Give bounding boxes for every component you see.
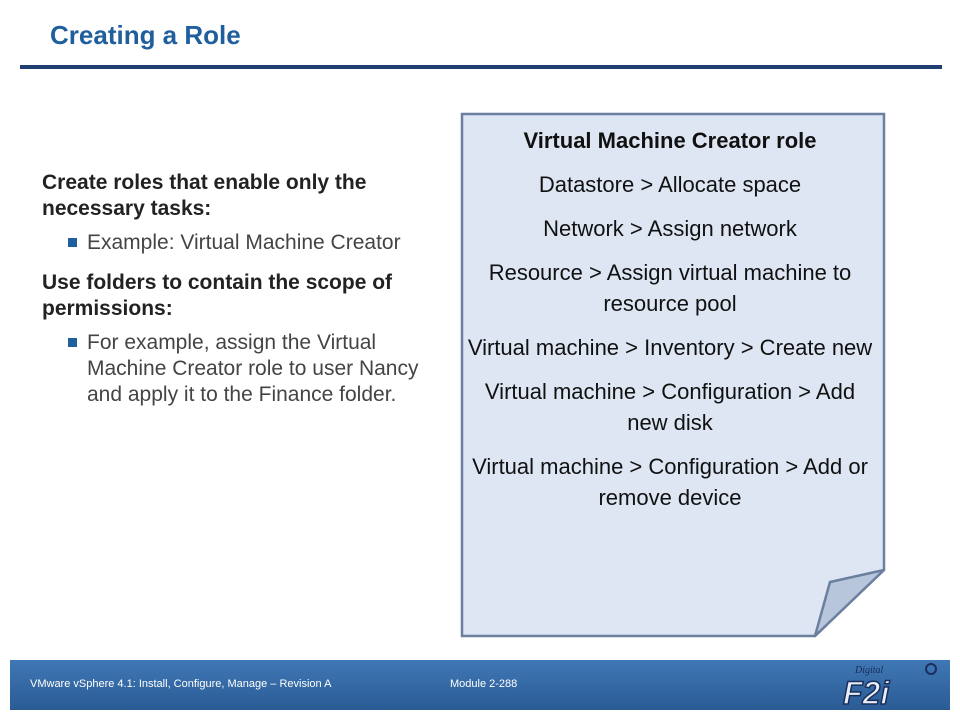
privilege-item: Network > Assign network	[543, 216, 797, 241]
module-number: Module 2-288	[450, 678, 518, 690]
privilege-item: Resource > Assign virtual machine to res…	[488, 260, 852, 316]
square-bullet-icon	[68, 238, 77, 247]
privilege-item: Virtual machine > Inventory > Create new	[467, 335, 873, 360]
footer-bar: VMware vSphere 4.1: Install, Configure, …	[10, 660, 950, 710]
logo-text: F2i	[843, 675, 890, 708]
square-bullet-icon	[68, 338, 77, 347]
sub-bullet-text: Example: Virtual Machine Creator	[87, 231, 401, 254]
sub-bullet-example: Example: Virtual Machine Creator	[42, 230, 442, 256]
bullet-point-folders: Use folders to contain the scope of perm…	[42, 271, 393, 320]
course-title: VMware vSphere 4.1: Install, Configure, …	[30, 678, 332, 690]
slide-title: Creating a Role	[50, 20, 241, 50]
note-shape	[460, 112, 886, 638]
privilege-item: Datastore > Allocate space	[538, 172, 802, 197]
privilege-item: Virtual machine > Configuration > Add or…	[472, 454, 868, 510]
logo-subtext: Digital	[854, 665, 884, 676]
f2i-logo: Digital F2i	[842, 663, 937, 708]
bullet-point-roles: Create roles that enable only the necess…	[42, 171, 367, 220]
privilege-item: Virtual machine > Configuration > Add ne…	[484, 379, 856, 435]
sub-bullet-text: For example, assign the Virtual Machine …	[87, 331, 419, 406]
note-content: Virtual Machine Creator role Datastore >…	[465, 125, 875, 526]
bullet-list: Create roles that enable only the necess…	[42, 170, 442, 422]
title-divider	[20, 65, 942, 69]
note-title: Virtual Machine Creator role	[523, 128, 817, 153]
sub-bullet-nancy: For example, assign the Virtual Machine …	[42, 330, 442, 408]
